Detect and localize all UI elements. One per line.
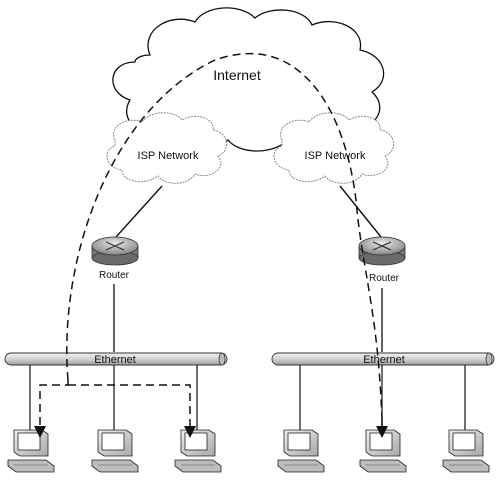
isp-network-label-left: ISP Network: [138, 150, 199, 162]
router-left: Router: [91, 236, 139, 281]
computer-icon: [359, 429, 407, 473]
computer-icon: [174, 429, 222, 473]
internet-label: Internet: [213, 67, 261, 83]
router-label-right: Router: [369, 273, 400, 284]
router-label-left: Router: [99, 270, 130, 281]
link-isp-router-right: [339, 185, 382, 238]
ethernet-segment-right: Ethernet: [271, 352, 495, 366]
computer-icon: [7, 429, 55, 473]
ethernet-label-right: Ethernet: [363, 354, 405, 366]
ethernet-drops: [29, 365, 466, 432]
isp-network-cloud-right: ISP Network: [273, 112, 395, 184]
router-arrows-icon: [105, 241, 125, 251]
computers: [7, 429, 490, 473]
router-right: Router: [358, 236, 406, 284]
ethernet-label-left: Ethernet: [94, 354, 136, 366]
isp-network-label-right: ISP Network: [305, 150, 366, 162]
isp-network-cloud-left: ISP Network: [106, 112, 228, 184]
traffic-path: [34, 53, 383, 438]
link-isp-router-left: [115, 185, 163, 238]
computer-icon: [91, 429, 139, 473]
computer-icon: [442, 429, 490, 473]
computer-icon: [277, 429, 325, 473]
ethernet-segment-left: Ethernet: [4, 352, 228, 366]
router-arrows-icon: [372, 241, 392, 251]
